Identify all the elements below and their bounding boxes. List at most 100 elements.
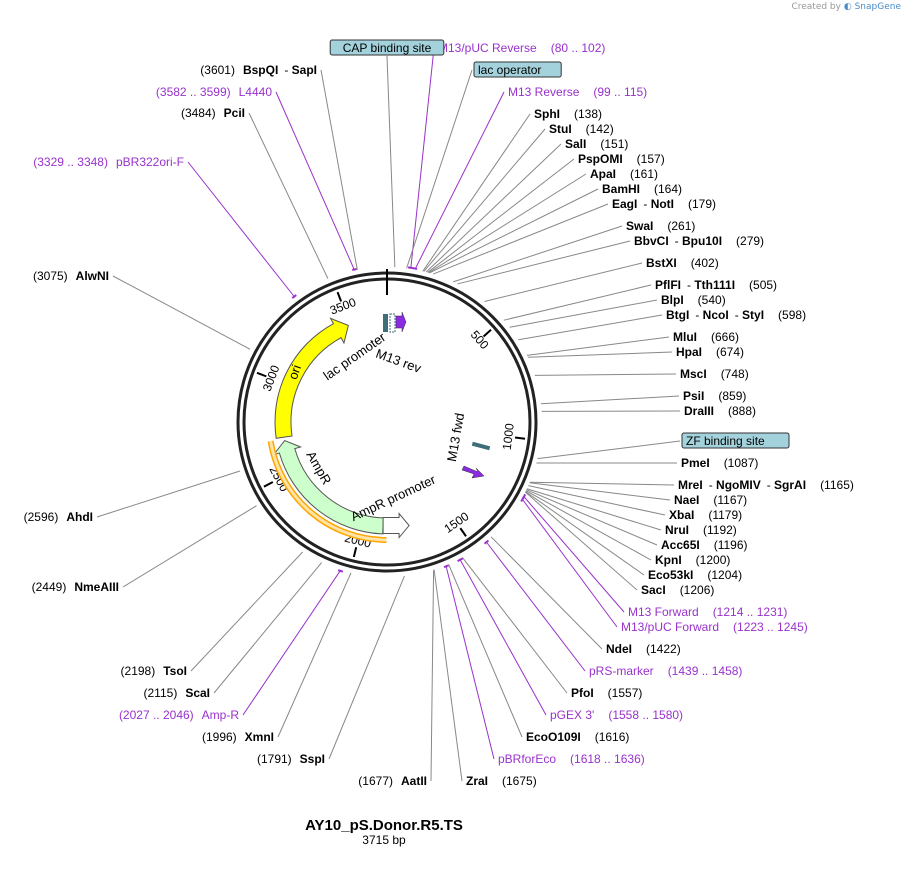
- label-name: SspI: [300, 752, 325, 766]
- ampr-feature: [272, 439, 384, 535]
- leader-xbai-r25: [528, 485, 666, 516]
- feature-label-zf-binding-site-r21: ZF binding site: [686, 434, 765, 448]
- ori-feature: [274, 317, 349, 439]
- label-name: StuI: [549, 122, 572, 136]
- site-label-xbai-r25: XbaI(1179): [669, 508, 742, 522]
- site-label-msci-r18: MscI(748): [680, 367, 749, 381]
- label-pos: (1167): [713, 493, 747, 507]
- label-pos: (1791): [257, 752, 292, 766]
- leader-pgex-3-r36: [459, 558, 547, 716]
- zf-site-mark: [471, 441, 491, 451]
- feature-label-cap-binding-site-l13: CAP binding site: [343, 41, 432, 55]
- leader-sphi-r3: [422, 113, 531, 272]
- site-label-naei-r24: NaeI(1167): [674, 493, 747, 507]
- site-label-mrei-r23: MreI- NgoMIV- SgrAI(1165): [678, 478, 854, 492]
- leader-pflfi-r13: [503, 284, 652, 321]
- box-cap-binding-site: [329, 39, 445, 56]
- cap-site-mark: [383, 314, 388, 332]
- label-name: BspQI: [243, 63, 278, 77]
- primer-label-m13-forward-r31: M13 Forward(1214 .. 1231): [628, 605, 787, 619]
- label-pos: (3075): [33, 269, 68, 283]
- primer-mark-7: [337, 569, 344, 573]
- site-label-scai-l4: (2115)ScaI: [144, 686, 210, 700]
- label-pos: (1196): [714, 538, 748, 552]
- tick-mark-3000: [256, 371, 267, 378]
- site-label-sphi-r3: SphI(138): [534, 107, 602, 121]
- leader-cap-binding-site-l13: [386, 55, 396, 268]
- label-name: PflFI: [655, 278, 681, 292]
- label-name: PmeI: [681, 456, 710, 470]
- m13-fwd-arrow: [461, 465, 485, 479]
- label-pos: (402): [691, 256, 719, 270]
- label-name2: NotI: [651, 197, 674, 211]
- ampr-promoter-arrow: [382, 512, 410, 539]
- leader-pcii-l10: [248, 112, 329, 279]
- label-pos: (179): [688, 197, 716, 211]
- label-name3: StyI: [742, 308, 764, 322]
- label-pos: (1558 .. 1580): [608, 708, 683, 722]
- box-lac-operator: [473, 61, 562, 78]
- label-sep: -: [709, 478, 716, 492]
- primer-label-pbrforeco-r38: pBRforEco(1618 .. 1636): [498, 752, 645, 766]
- label-sep: -: [643, 197, 650, 211]
- label-pos: (598): [778, 308, 806, 322]
- site-label-bstxi-r12: BstXI (402): [646, 256, 719, 270]
- label-name: AhdI: [66, 510, 93, 524]
- tick-mark-2000: [352, 547, 358, 558]
- leader-tsoi-l5: [190, 551, 303, 672]
- leader-pfoi-r35: [462, 557, 568, 694]
- label-pos: (2596): [24, 510, 59, 524]
- label-name: Acc65I: [661, 538, 700, 552]
- label-pos: (2198): [121, 664, 156, 678]
- label-sep: -: [767, 478, 774, 492]
- credit-prefix: Created by: [791, 2, 841, 12]
- leader-pbr322ori-f-l9: [187, 161, 296, 298]
- label-pos: (1087): [724, 456, 759, 470]
- leader-nmeaiii-l6: [122, 505, 257, 588]
- leader-swai-r10: [453, 225, 623, 283]
- leader-hpai-r17: [527, 351, 673, 358]
- leader-sspi-l1: [328, 575, 405, 760]
- site-labels: M13/pUC Reverse(80 .. 102)lac operatorM1…: [24, 39, 854, 788]
- site-label-kpni-r28: KpnI(1200): [655, 553, 730, 567]
- label-name: BamHI: [602, 182, 640, 196]
- leader-acc65i-r27: [526, 489, 658, 546]
- label-pos: (505): [749, 278, 777, 292]
- label-name: DraIII: [684, 404, 714, 418]
- label-pos: (138): [574, 107, 602, 121]
- label-name: XbaI: [669, 508, 694, 522]
- label-name: pGEX 3': [550, 708, 594, 722]
- label-name: M13 Forward: [628, 605, 699, 619]
- tick-label-1500: 1500: [441, 509, 471, 536]
- site-label-swai-r10: SwaI(261): [626, 219, 695, 233]
- leader-m13-puc-reverse-r0: [410, 47, 435, 269]
- label-pos: (540): [698, 293, 726, 307]
- leader-ecoo109i-r37: [448, 564, 523, 738]
- site-label-pspomi-r6: PspOMI(157): [578, 152, 665, 166]
- leader-mlui-r16: [526, 336, 670, 356]
- label-pos: (99 .. 115): [593, 85, 647, 99]
- tick-label-3000: 3000: [260, 363, 283, 393]
- label-name: BstXI: [646, 256, 677, 270]
- site-label-sspi-l1: (1791) SspI: [257, 752, 325, 766]
- leader-scai-l4: [213, 562, 322, 694]
- label-pos: (748): [721, 367, 749, 381]
- label-pos: (80 .. 102): [551, 41, 606, 55]
- leader-eagi-r9: [433, 203, 609, 275]
- label-name: AatII: [401, 774, 427, 788]
- amp-band-inner: [269, 440, 387, 542]
- label-name: M13/pUC Forward: [621, 620, 719, 634]
- label-name2: Tth111I: [694, 278, 735, 292]
- site-label-pcii-l10: (3484)PciI: [181, 106, 245, 120]
- label-name: SalI: [565, 137, 586, 151]
- site-label-blpi-r14: BlpI(540): [661, 293, 726, 307]
- site-label-acc65i-r27: Acc65I (1196): [661, 538, 748, 552]
- site-label-sali-r5: SalI(151): [565, 137, 628, 151]
- leader-xmni-l2: [277, 572, 352, 738]
- leader-m13-reverse-r2: [414, 91, 505, 270]
- label-name: SacI: [641, 583, 666, 597]
- leader-amp-r-l3: [242, 569, 342, 716]
- label-pos: (3582 .. 3599): [156, 85, 231, 99]
